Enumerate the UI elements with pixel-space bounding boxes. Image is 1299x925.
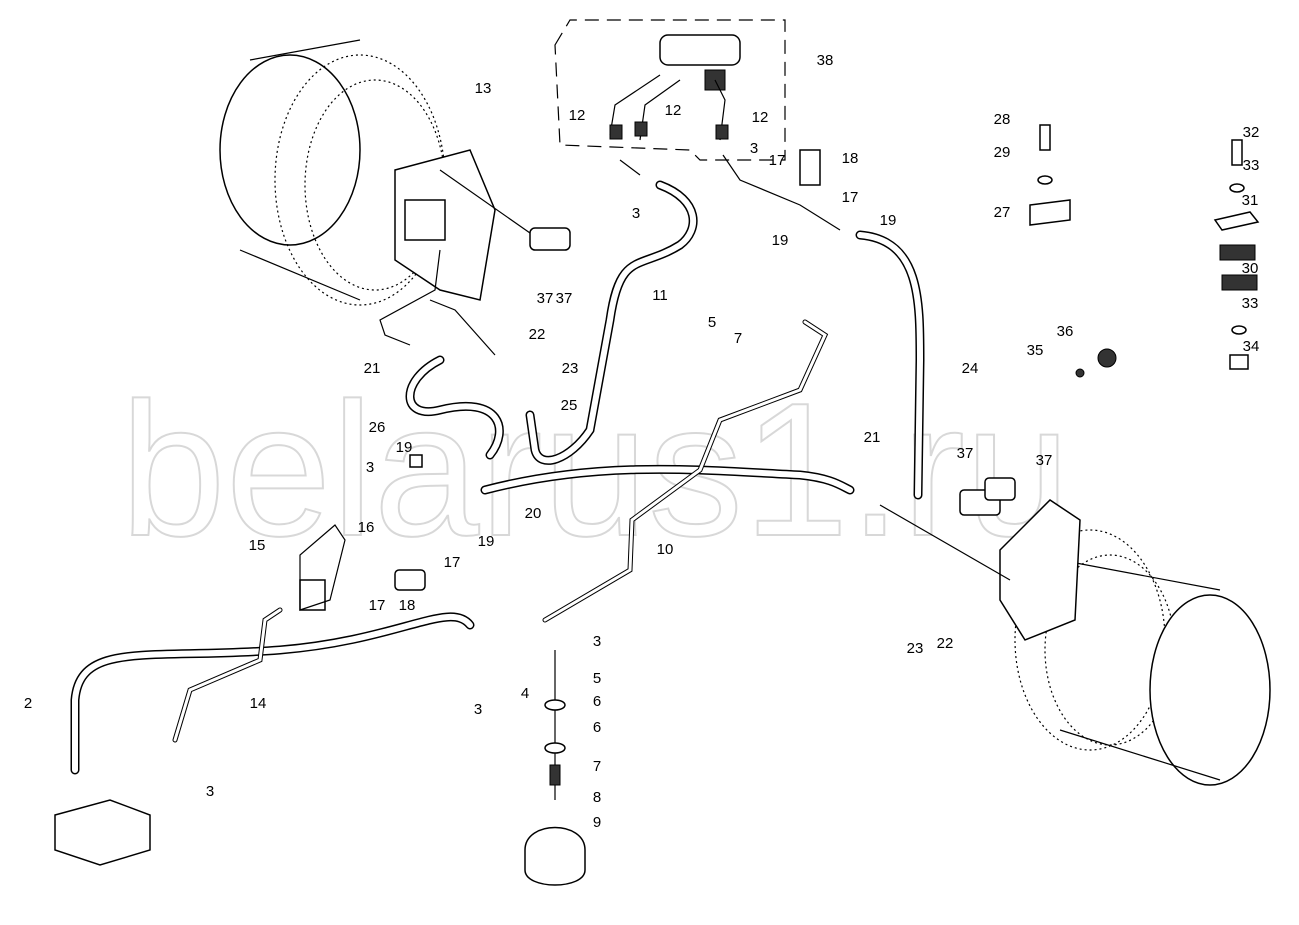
callout-14: 14 bbox=[250, 695, 267, 712]
callout-18: 18 bbox=[399, 597, 416, 614]
callout-25: 25 bbox=[561, 397, 578, 414]
callout-2: 2 bbox=[24, 695, 32, 712]
hoses bbox=[70, 180, 925, 775]
callout-12: 12 bbox=[665, 102, 682, 119]
callout-19: 19 bbox=[772, 232, 789, 249]
callout-19: 19 bbox=[396, 439, 413, 456]
callout-3: 3 bbox=[593, 633, 601, 650]
callout-35: 35 bbox=[1027, 342, 1044, 359]
callout-19: 19 bbox=[478, 533, 495, 550]
callout-33: 33 bbox=[1243, 157, 1260, 174]
callout-33: 33 bbox=[1242, 295, 1259, 312]
callout-21: 21 bbox=[364, 360, 381, 377]
callout-6: 6 bbox=[593, 693, 601, 710]
callout-17: 17 bbox=[769, 152, 786, 169]
callout-27: 27 bbox=[994, 204, 1011, 221]
callout-6: 6 bbox=[593, 719, 601, 736]
callout-3: 3 bbox=[474, 701, 482, 718]
callout-5: 5 bbox=[593, 670, 601, 687]
callout-7: 7 bbox=[593, 758, 601, 775]
callout-28: 28 bbox=[994, 111, 1011, 128]
callout-18: 18 bbox=[842, 150, 859, 167]
callout-5: 5 bbox=[708, 314, 716, 331]
callout-26: 26 bbox=[369, 419, 386, 436]
callout-8: 8 bbox=[593, 789, 601, 806]
callout-4: 4 bbox=[521, 685, 529, 702]
callout-16: 16 bbox=[358, 519, 375, 536]
callout-32: 32 bbox=[1243, 124, 1260, 141]
callout-36: 36 bbox=[1057, 323, 1074, 340]
clamp-parts bbox=[1029, 124, 1260, 378]
callout-12: 12 bbox=[569, 107, 586, 124]
callout-9: 9 bbox=[593, 814, 601, 831]
callout-24: 24 bbox=[962, 360, 979, 377]
callout-3: 3 bbox=[366, 459, 374, 476]
callout-31: 31 bbox=[1242, 192, 1259, 209]
callout-37: 37 bbox=[556, 290, 573, 307]
callout-17: 17 bbox=[444, 554, 461, 571]
callout-7: 7 bbox=[734, 330, 742, 347]
callout-22: 22 bbox=[937, 635, 954, 652]
callout-3: 3 bbox=[750, 140, 758, 157]
final-drive-right bbox=[999, 499, 1271, 786]
callout-20: 20 bbox=[525, 505, 542, 522]
callout-10: 10 bbox=[657, 541, 674, 558]
callout-11: 11 bbox=[652, 287, 668, 304]
callout-3: 3 bbox=[206, 783, 214, 800]
callout-34: 34 bbox=[1243, 338, 1260, 355]
callout-23: 23 bbox=[562, 360, 579, 377]
brake-valve-assembly bbox=[554, 19, 786, 161]
callout-38: 38 bbox=[817, 52, 834, 69]
pipes bbox=[172, 154, 1011, 800]
callout-17: 17 bbox=[842, 189, 859, 206]
callout-37: 37 bbox=[537, 290, 554, 307]
callout-3: 3 bbox=[632, 205, 640, 222]
callout-23: 23 bbox=[907, 640, 924, 657]
callout-12: 12 bbox=[752, 109, 769, 126]
final-drive-left bbox=[219, 39, 496, 306]
callout-37: 37 bbox=[957, 445, 974, 462]
callout-22: 22 bbox=[529, 326, 546, 343]
callout-21: 21 bbox=[864, 429, 881, 446]
callout-29: 29 bbox=[994, 144, 1011, 161]
callout-13: 13 bbox=[475, 80, 492, 97]
callout-15: 15 bbox=[249, 537, 266, 554]
callout-37: 37 bbox=[1036, 452, 1053, 469]
callout-30: 30 bbox=[1242, 260, 1259, 277]
callout-19: 19 bbox=[880, 212, 897, 229]
fittings bbox=[54, 121, 1016, 886]
callout-17: 17 bbox=[369, 597, 386, 614]
